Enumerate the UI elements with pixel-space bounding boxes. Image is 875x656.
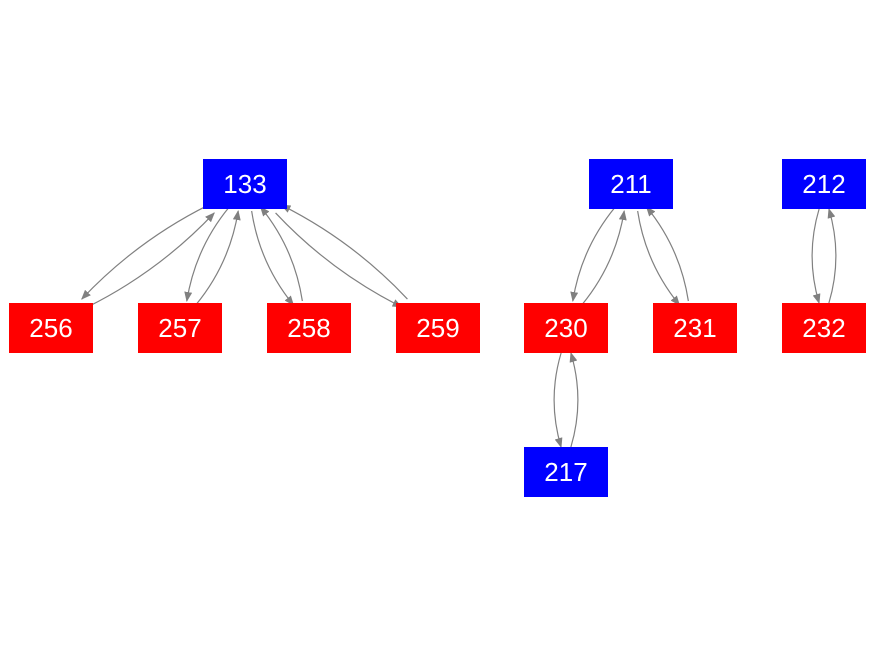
node-217[interactable]: 217 <box>524 447 608 497</box>
edge-133-to-256 <box>81 204 209 300</box>
edge-133-to-259 <box>275 212 403 308</box>
node-230[interactable]: 230 <box>524 303 608 353</box>
node-258[interactable]: 258 <box>267 303 351 353</box>
edge-231-to-211 <box>645 206 689 302</box>
edge-133-to-258 <box>251 210 295 306</box>
node-257[interactable]: 257 <box>138 303 222 353</box>
edge-259-to-133 <box>280 204 408 300</box>
node-133[interactable]: 133 <box>203 159 287 209</box>
edge-232-to-212 <box>827 208 837 304</box>
edge-230-to-217 <box>553 352 563 448</box>
edge-133-to-257 <box>184 206 230 302</box>
node-232[interactable]: 232 <box>782 303 866 353</box>
node-231[interactable]: 231 <box>653 303 737 353</box>
edges-layer <box>81 204 837 448</box>
edge-257-to-133 <box>195 210 241 306</box>
edge-212-to-232 <box>811 208 821 304</box>
node-211[interactable]: 211 <box>589 159 673 209</box>
edge-211-to-230 <box>570 206 616 302</box>
edge-211-to-231 <box>637 210 681 306</box>
node-256[interactable]: 256 <box>9 303 93 353</box>
edge-256-to-133 <box>87 212 215 308</box>
edge-217-to-230 <box>569 352 579 448</box>
edge-230-to-211 <box>581 210 627 306</box>
node-212[interactable]: 212 <box>782 159 866 209</box>
edge-258-to-133 <box>259 206 303 302</box>
node-259[interactable]: 259 <box>396 303 480 353</box>
